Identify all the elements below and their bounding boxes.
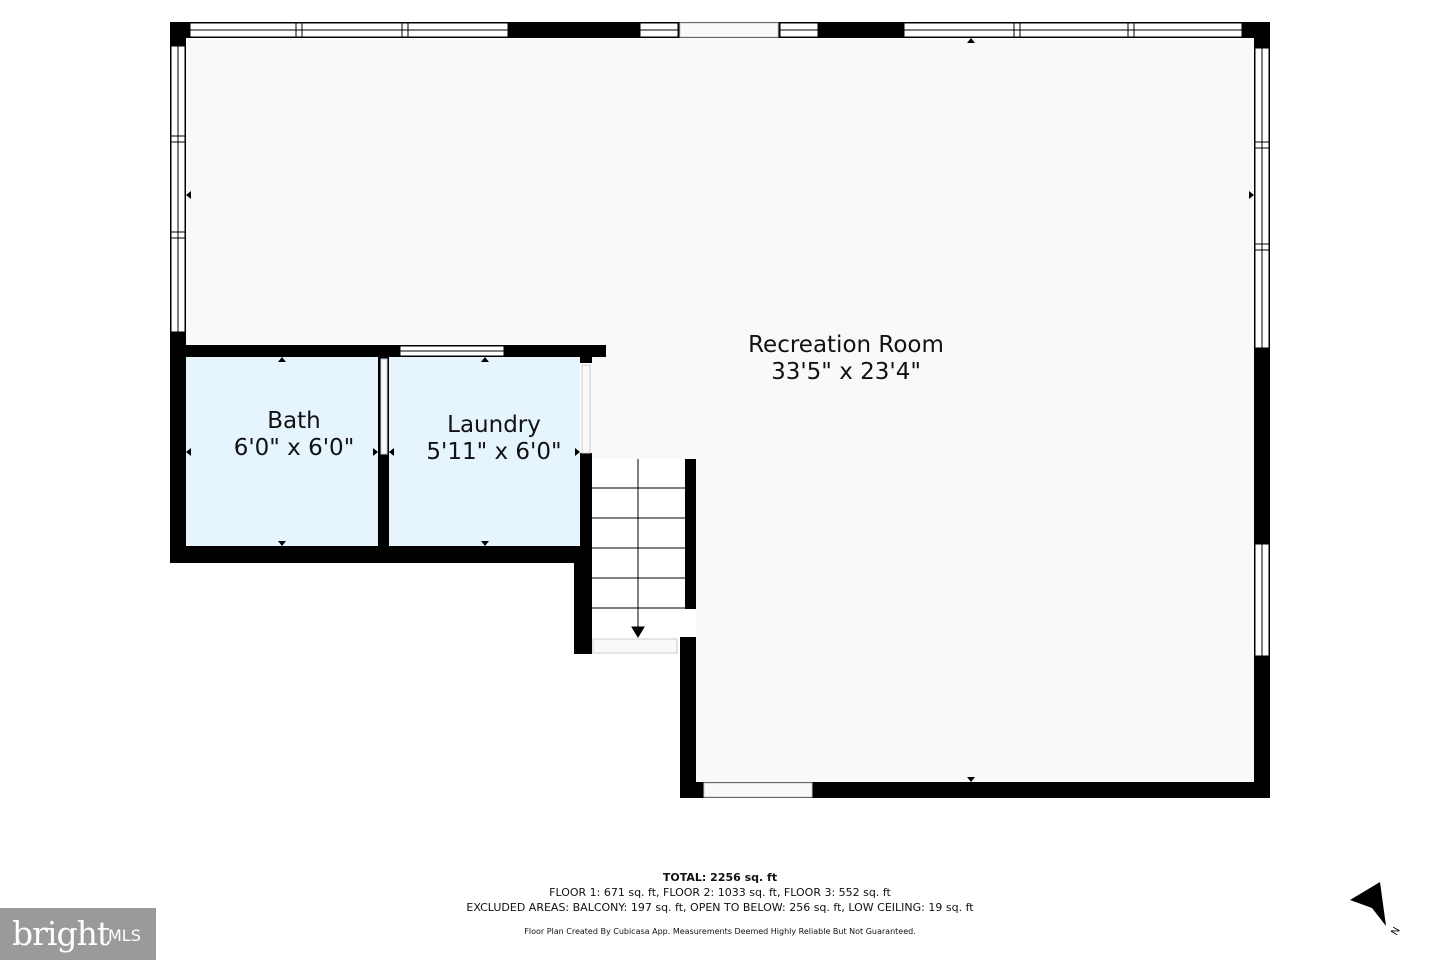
windows [170,22,1270,657]
room-dimensions: 6'0" x 6'0" [233,435,355,461]
area-total: TOTAL: 2256 sq. ft [662,871,778,884]
room-dimensions: 33'5" x 23'4" [771,359,921,385]
stairs [592,459,691,638]
brand-suffix: MLS [108,926,141,945]
room-dimensions: 5'11" x 6'0" [426,439,562,465]
bath-label: Bath 6'0" x 6'0" [194,408,394,462]
room-name: Bath [267,408,321,434]
plan-credit: Floor Plan Created By Cubicasa App. Meas… [524,927,916,936]
compass-north-label: N [1390,926,1403,938]
room-name: Laundry [447,412,541,438]
area-excluded: EXCLUDED AREAS: BALCONY: 197 sq. ft, OPE… [466,901,974,914]
bath-floor [186,357,379,546]
laundry-floor [389,357,580,546]
recreation-room-label: Recreation Room 33'5" x 23'4" [696,332,996,386]
room-name: Recreation Room [748,332,944,358]
compass-icon: N [1350,882,1403,938]
area-floors: FLOOR 1: 671 sq. ft, FLOOR 2: 1033 sq. f… [549,886,891,899]
laundry-label: Laundry 5'11" x 6'0" [394,412,594,466]
brand-word: bright [12,914,110,953]
dimension-markers [186,38,1254,782]
recreation-room-floor [186,38,1254,782]
bright-mls-logo: bright MLS [0,908,156,960]
doorways [380,22,813,798]
